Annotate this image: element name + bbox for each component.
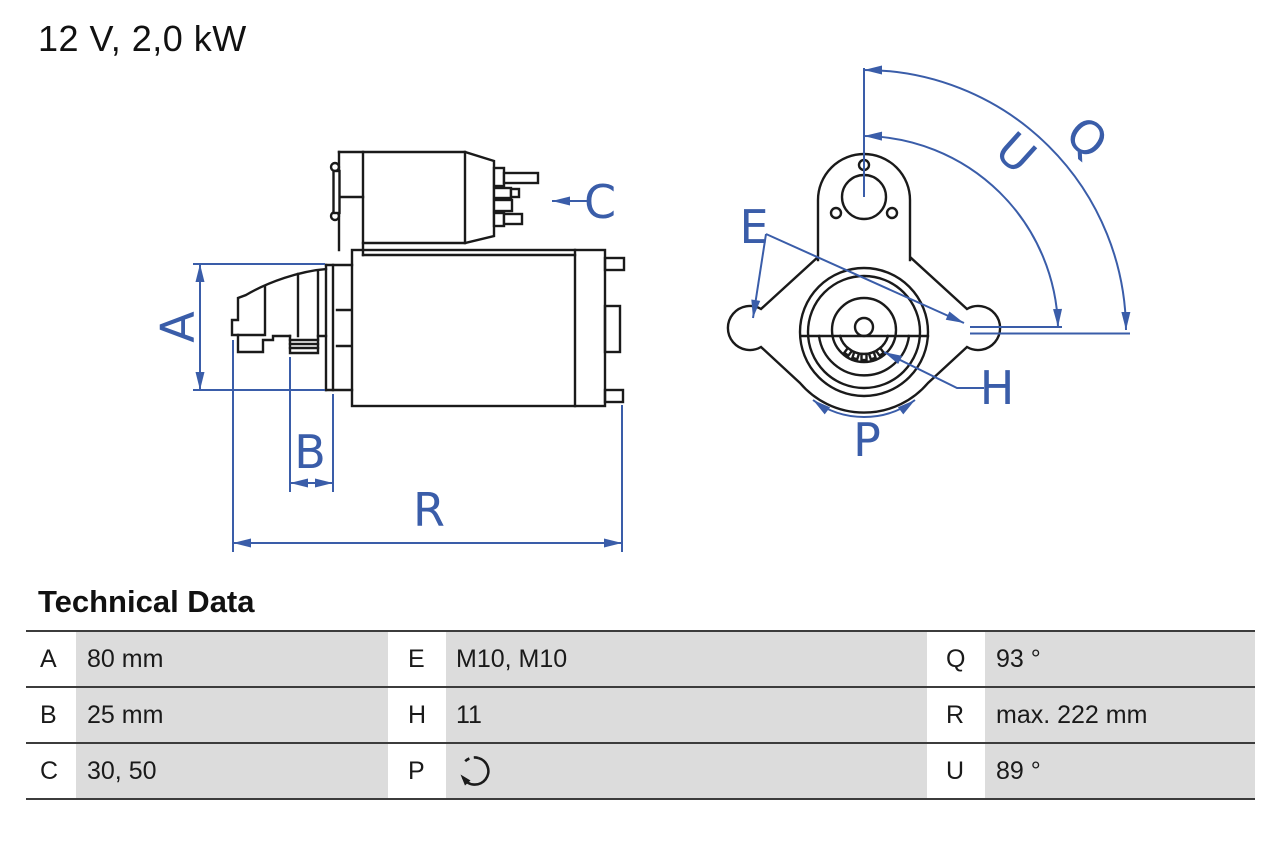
dim-label-h: H (980, 361, 1015, 415)
table-value-cell: 25 mm (76, 688, 388, 742)
table-key-cell: A (26, 632, 76, 686)
dim-label-r: R (413, 483, 445, 537)
table-key-cell: R (927, 688, 985, 742)
table-row: B 25 mm H 11 R max. 222 mm (26, 688, 1255, 744)
side-view-drawing (230, 150, 626, 408)
dim-label-b: B (294, 425, 326, 479)
table-key-cell: B (26, 688, 76, 742)
table-key-cell: C (26, 744, 76, 798)
technical-drawing: A B R C (151, 65, 1131, 552)
table-key-cell: E (388, 632, 446, 686)
dim-label-a: A (151, 311, 205, 343)
table-key-cell: P (388, 744, 446, 798)
front-view-dimensions (751, 65, 1131, 418)
side-view-dimensions (193, 196, 623, 552)
table-value-cell: max. 222 mm (985, 688, 1255, 742)
table-value-cell: M10, M10 (446, 632, 927, 686)
technical-data-heading: Technical Data (38, 584, 255, 619)
technical-data-table: A 80 mm E M10, M10 Q 93 ° B 25 mm H 11 R… (26, 630, 1255, 800)
dim-label-c: C (584, 175, 616, 229)
table-row: A 80 mm E M10, M10 Q 93 ° (26, 632, 1255, 688)
dim-label-q: Q (1056, 105, 1118, 170)
table-value-cell: 93 ° (985, 632, 1255, 686)
table-key-cell: Q (927, 632, 985, 686)
table-value-cell: 89 ° (985, 744, 1255, 798)
rotation-ccw-icon (460, 756, 490, 786)
table-value-cell: 80 mm (76, 632, 388, 686)
dim-label-u: U (985, 121, 1046, 184)
table-value-cell: 30, 50 (76, 744, 388, 798)
table-key-cell: H (388, 688, 446, 742)
dim-label-e: E (739, 200, 768, 254)
table-key-cell: U (927, 744, 985, 798)
table-value-cell-rotation (446, 744, 927, 798)
table-value-cell: 11 (446, 688, 927, 742)
page-title: 12 V, 2,0 kW (38, 18, 247, 59)
table-row: C 30, 50 P U 89 ° (26, 744, 1255, 800)
dim-label-p: P (853, 413, 881, 467)
